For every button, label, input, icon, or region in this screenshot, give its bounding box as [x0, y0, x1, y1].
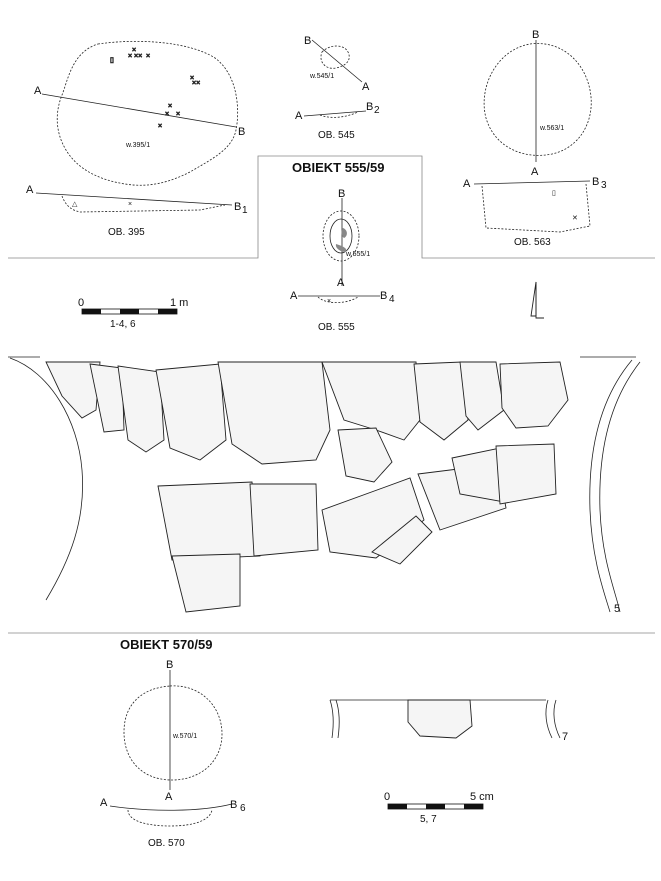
obiekt-555-heading: OBIEKT 555/59: [292, 160, 385, 175]
scale-bar-5cm: 0 5 cm 5, 7: [384, 791, 494, 825]
svg-text:×: ×: [327, 298, 331, 305]
svg-text:×: ×: [190, 75, 194, 82]
ob555-point-b: B: [338, 188, 345, 200]
ob563-profile-a: A: [463, 178, 471, 190]
ob570-profile-a: A: [100, 797, 108, 809]
ob570-profile-sub: 6: [240, 803, 246, 814]
ob563-profile-line: [473, 180, 591, 185]
vessel-figure-number: 5: [614, 603, 620, 615]
svg-text:△: △: [72, 201, 78, 208]
ob545-profile-b: B: [366, 101, 373, 113]
vessel-profile-right-outer: [599, 361, 641, 613]
ob563-plan-outline: [483, 43, 592, 156]
ob563-caption: OB. 563: [514, 237, 551, 248]
ob545-profile-sub: 2: [374, 105, 380, 116]
ob395-plan-outline: [56, 41, 238, 186]
svg-text:×: ×: [158, 123, 162, 130]
scale-bar-1m: 0 1 m 1-4, 6: [78, 297, 188, 330]
ob555-caption: OB. 555: [318, 322, 355, 333]
ob545-profile-outline: [319, 111, 359, 118]
rim-fragment: 7: [329, 699, 568, 743]
ob395-section-line: [41, 93, 237, 128]
ob555-profile-sub: 4: [389, 294, 395, 305]
svg-text:× ××: × ××: [128, 53, 142, 60]
ob395-point-a: A: [34, 85, 42, 97]
ob570-plan-outline: [123, 685, 223, 781]
ob395-sample-label: w.395/1: [125, 142, 150, 149]
feature-ob555: B w.555/1 A × A B 4 OB. 555: [290, 188, 395, 333]
ob555-plan-outline: [322, 210, 360, 262]
feature-ob563: B A w.563/1 ▯ ✕ A B 3 OB. 563: [463, 29, 607, 248]
scale-5cm-end: 5 cm: [470, 791, 494, 803]
ob563-point-b: B: [532, 29, 539, 41]
svg-text:××: ××: [192, 80, 200, 87]
ob563-profile-b: B: [592, 176, 599, 188]
scale-5cm-start: 0: [384, 791, 390, 803]
ob395-caption: OB. 395: [108, 227, 145, 238]
scale-5cm-caption: 5, 7: [420, 814, 437, 825]
ob545-profile-line: [303, 110, 367, 117]
ob545-plan-outline: [320, 45, 350, 69]
svg-text:×: ×: [128, 201, 132, 208]
ob395-profile-line: [35, 192, 233, 206]
ob395-point-b: B: [238, 126, 245, 138]
scale-1m-start: 0: [78, 297, 84, 309]
ob395-profile-b: B: [234, 201, 241, 213]
ob395-profile-outline: [61, 195, 226, 213]
ob570-profile-outline: [127, 809, 213, 827]
ob570-point-b: B: [166, 659, 173, 671]
ob395-profile-a: A: [26, 184, 34, 196]
ob395-finds-markers: × ××× ×▯ ××× ×× ××: [110, 47, 201, 131]
ob545-profile-a: A: [295, 110, 303, 122]
ob570-profile-line: [109, 803, 233, 811]
north-arrow-icon: [530, 281, 544, 319]
vessel-profile-right-inner: [589, 359, 633, 613]
ob570-point-a: A: [165, 791, 173, 803]
svg-text:×: ×: [165, 111, 169, 118]
ob545-section-line: [311, 39, 363, 83]
rim-figure-number: 7: [562, 731, 568, 743]
scale-1m-caption: 1-4, 6: [110, 319, 136, 330]
ob555-profile-a: A: [290, 290, 298, 302]
ob570-profile-b: B: [230, 799, 237, 811]
svg-text:▯: ▯: [110, 57, 114, 64]
ob563-profile-outline: [481, 183, 591, 233]
svg-text:×: ×: [146, 53, 150, 60]
ob563-sample-label: w.563/1: [539, 125, 564, 132]
svg-text:✕: ✕: [572, 215, 578, 222]
vessel-reconstruction: 5: [8, 356, 641, 615]
svg-text:×: ×: [176, 111, 180, 118]
ob545-caption: OB. 545: [318, 130, 355, 141]
ob555-profile-b: B: [380, 290, 387, 302]
ob545-sample-label: w.545/1: [309, 73, 334, 80]
ob545-point-b: B: [304, 35, 311, 47]
ob395-profile-sub: 1: [242, 205, 248, 216]
svg-text:×: ×: [132, 47, 136, 54]
scale-1m-end: 1 m: [170, 297, 188, 309]
ob545-point-a: A: [362, 81, 370, 93]
feature-ob545: B A w.545/1 A B 2 OB. 545: [295, 35, 380, 141]
ob555-sample-label: w.555/1: [345, 251, 370, 258]
svg-text:×: ×: [168, 103, 172, 110]
ob563-profile-sub: 3: [601, 180, 607, 191]
obiekt-570-heading: OBIEKT 570/59: [120, 637, 213, 652]
frame-lines: [8, 155, 655, 634]
ob555-plan-inner: [329, 218, 353, 254]
ob563-point-a: A: [531, 166, 539, 178]
svg-text:▯: ▯: [552, 190, 556, 197]
vessel-profile-left: [9, 357, 83, 601]
feature-ob570: B w.570/1 A A B 6 OB. 570: [100, 659, 246, 849]
ob570-caption: OB. 570: [148, 838, 185, 849]
feature-ob395: A B w.395/1 × ××× ×▯ ××× ×× ×× △ × A B 1…: [26, 41, 248, 238]
ob555-profile-outline: [317, 296, 359, 304]
ob570-sample-label: w.570/1: [172, 733, 197, 740]
vessel-sherds: [45, 361, 569, 613]
ob555-point-a: A: [337, 277, 345, 289]
